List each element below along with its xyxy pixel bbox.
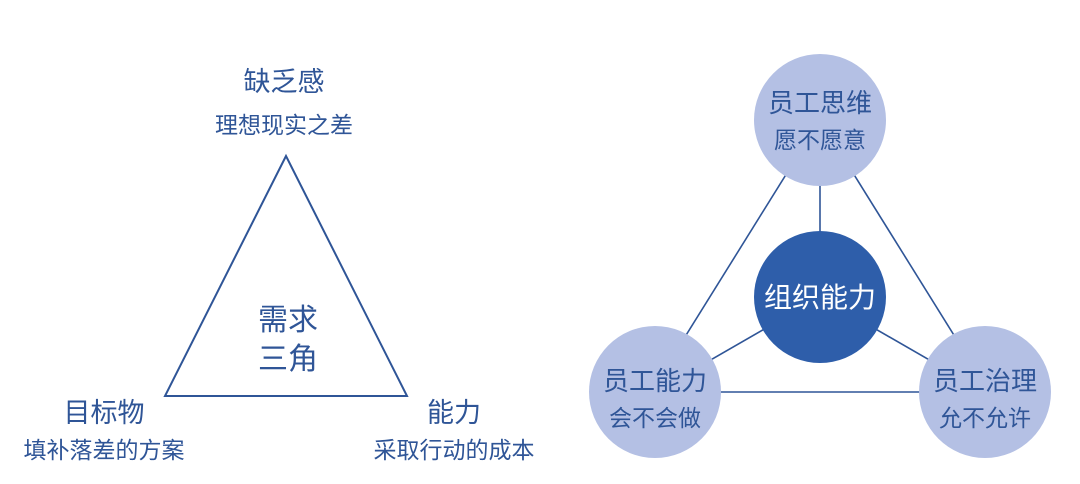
right-node	[919, 326, 1051, 458]
top-node-title: 员工思维	[768, 89, 872, 119]
bottom-left-vertex-subtitle: 填补落差的方案	[24, 438, 185, 464]
top-vertex-subtitle: 理想现实之差	[215, 113, 353, 139]
right-node-title: 员工治理	[933, 367, 1037, 397]
center-label-line1: 需求	[258, 303, 318, 338]
top-node-subtitle: 愿不愿意	[774, 128, 866, 154]
core-node	[754, 231, 886, 363]
bottom-right-vertex-title: 能力	[427, 398, 481, 429]
right-node-subtitle: 允不允许	[939, 406, 1031, 432]
bottom-right-vertex-subtitle: 采取行动的成本	[374, 438, 535, 464]
org-capability-diagram: 组织能力 员工思维 愿不愿意 员工能力 会不会做 员工治理 允不允许	[589, 54, 1051, 458]
demand-triangle-diagram: 缺乏感 理想现实之差 需求 三角 目标物 填补落差的方案 能力 采取行动的成本	[24, 67, 535, 464]
left-node-subtitle: 会不会做	[609, 406, 701, 432]
top-node	[754, 54, 886, 186]
top-vertex-title: 缺乏感	[244, 67, 325, 98]
left-node-title: 员工能力	[603, 367, 707, 397]
left-node	[589, 326, 721, 458]
bottom-left-vertex-title: 目标物	[64, 398, 145, 429]
core-node-title: 组织能力	[764, 281, 876, 314]
center-label-line2: 三角	[258, 342, 318, 377]
demand-triangle	[163, 153, 409, 397]
